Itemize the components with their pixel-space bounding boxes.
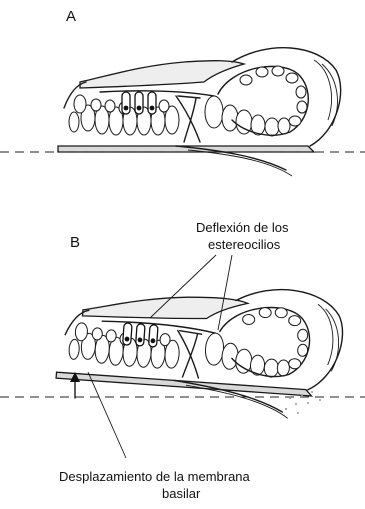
basilar-displacement-annotation: Desplazamiento de la membrana basilar [59,372,251,501]
panel-b-label: B [70,234,80,251]
stereocilia-pointer-line [218,255,232,330]
basilar-label-line2: basilar [162,486,201,501]
basilar-label-line1: Desplazamiento de la membrana [59,469,251,484]
panel-a-drawing [0,48,365,176]
stereocilia-label-line1: Deflexión de los [196,220,289,235]
basilar-pointer-line [88,372,126,458]
panel-b-drawing [0,274,365,422]
panel-a-label: A [66,8,76,25]
stereocilia-label-line2: estereocilios [208,237,281,252]
